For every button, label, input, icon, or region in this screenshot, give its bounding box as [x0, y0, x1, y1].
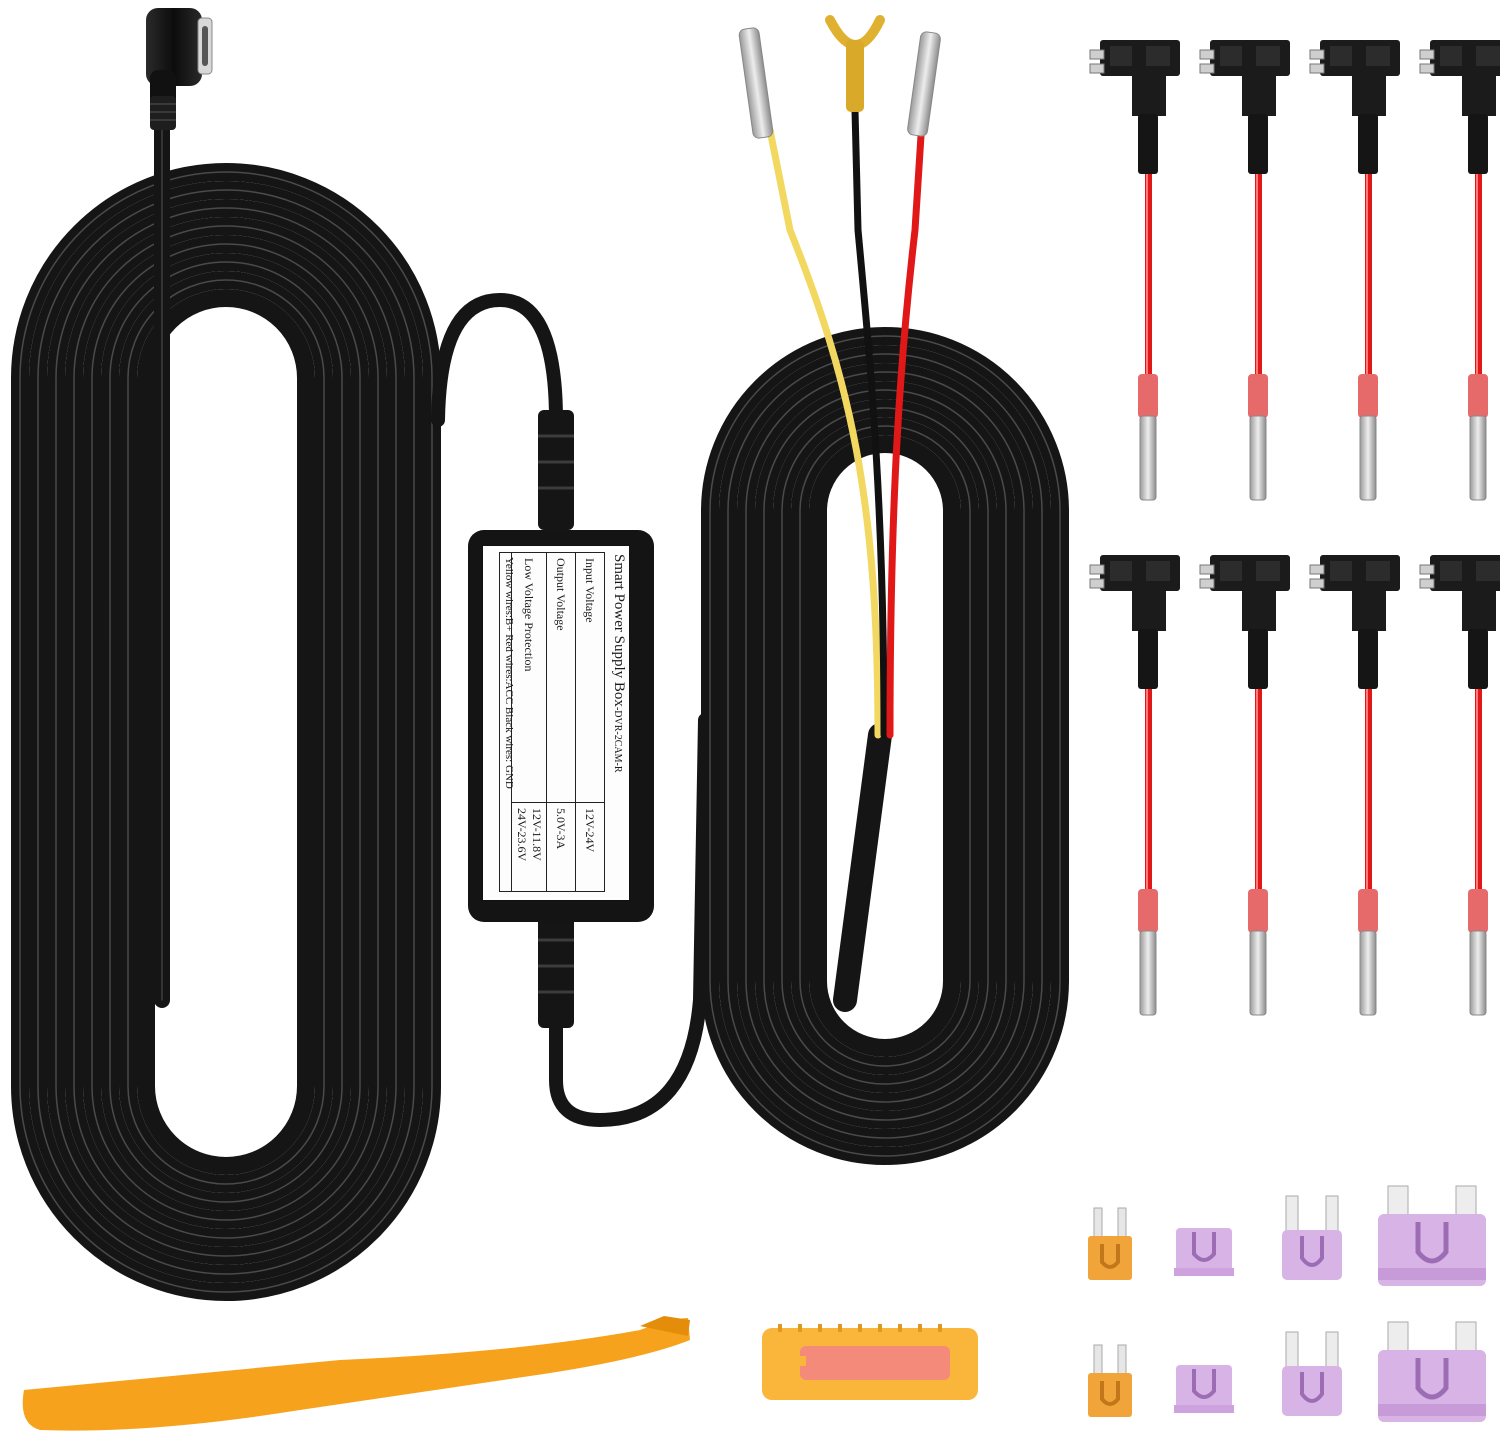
spec-label: Input Voltage: [575, 552, 605, 803]
power-box-model: -DVR-2CAM-R: [612, 706, 623, 773]
bullet-terminal-red-icon: [907, 31, 941, 137]
spec-row-output: Output Voltage 5.0V-3A: [546, 552, 576, 892]
output-wires: [766, 106, 926, 739]
pry-tool-icon: [22, 1318, 690, 1431]
fuse-puller-icon: [762, 1324, 978, 1400]
pry-tool-tip: [640, 1316, 690, 1336]
strain-relief-bottom: [538, 910, 574, 1028]
left-cable-coil: [11, 102, 441, 1301]
wire-legend: Yellow wires:B+ Red wires:ACC Black wire…: [499, 552, 518, 892]
power-box-title: Smart Power Supply Box-DVR-2CAM-R: [610, 554, 627, 773]
fork-terminal-black-icon: [825, 15, 885, 112]
box-input-cable: [431, 292, 712, 1128]
right-cable-coil: [701, 327, 1069, 1165]
power-box-label-content: Smart Power Supply Box-DVR-2CAM-R Input …: [483, 546, 631, 902]
strain-relief-top: [538, 410, 574, 530]
power-box-label: Smart Power Supply Box-DVR-2CAM-R Input …: [482, 545, 630, 901]
spec-value: 5.0V-3A: [546, 802, 576, 892]
fuse-taps: [1089, 39, 1500, 1016]
spec-row-input: Input Voltage 12V-24V: [575, 552, 605, 892]
bullet-terminal-yellow-icon: [738, 27, 774, 139]
spec-table: Input Voltage 12V-24V Output Voltage 5.0…: [511, 552, 605, 892]
usb-c-right-angle-plug-icon: [146, 8, 213, 130]
spec-label: Output Voltage: [546, 552, 576, 803]
spec-value: 12V-24V: [575, 802, 605, 892]
blade-fuses: [1086, 1186, 1486, 1422]
power-box-title-text: Smart Power Supply Box: [611, 554, 627, 707]
